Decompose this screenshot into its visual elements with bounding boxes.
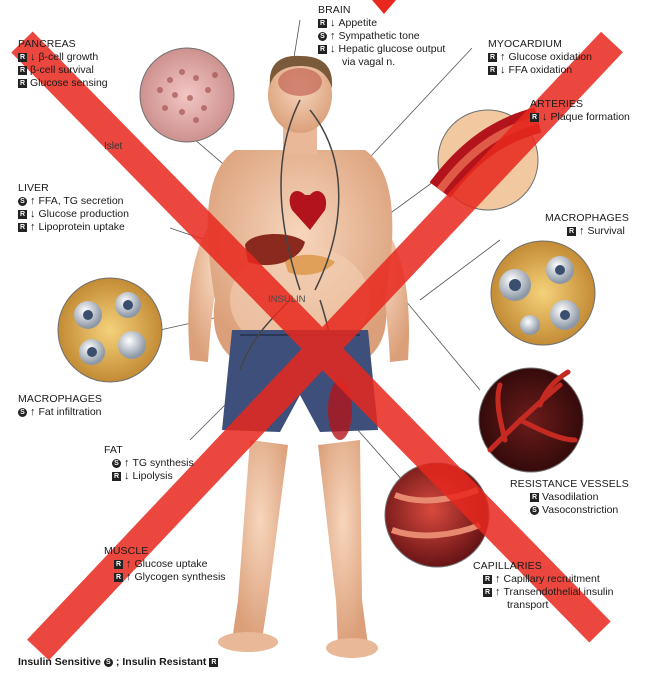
right-foot — [326, 638, 378, 658]
macrophages-left-line-1: S↑Fat infiltration — [18, 406, 102, 419]
macrophage-right-magnifier — [491, 241, 595, 345]
arteries-title: ARTERIES — [530, 98, 630, 111]
legend-resistant-text: Insulin Resistant — [122, 656, 206, 668]
insulin-label: INSULIN — [268, 293, 305, 306]
macrophages-left-title: MACROPHAGES — [18, 393, 102, 406]
brain-organ — [278, 68, 322, 96]
left-leg — [232, 440, 288, 640]
liver-label-block: LIVER S↑FFA, TG secretion R↓Glucose prod… — [18, 182, 129, 234]
macrophages-right-title: MACROPHAGES — [545, 212, 629, 225]
macrophages-right-line-1: R↑Survival — [545, 225, 629, 238]
macrophage-left-magnifier — [58, 278, 162, 382]
brain-line-2: S↑Sympathetic tone — [318, 30, 445, 43]
muscle-line-1: R↑Glucose uptake — [104, 558, 226, 571]
fat-label-block: FAT S↑TG synthesis R↓Lipolysis — [104, 444, 194, 483]
capillaries-line-3: transport — [473, 599, 613, 612]
legend-resistant-marker: R — [209, 658, 218, 667]
muscle-title: MUSCLE — [104, 545, 226, 558]
arteries-line-1: R↓Plaque formation — [530, 111, 630, 124]
islet-magnifier — [140, 48, 234, 142]
right-leg — [318, 440, 368, 645]
brain-title: BRAIN — [318, 4, 445, 17]
liver-line-3: R↑Lipoprotein uptake — [18, 221, 129, 234]
legend: Insulin Sensitive S ; Insulin Resistant … — [18, 656, 218, 668]
legend-sensitive-text: Insulin Sensitive — [18, 656, 101, 668]
macrophages-left-label-block: MACROPHAGES S↑Fat infiltration — [18, 393, 102, 419]
muscle-line-2: R↑Glycogen synthesis — [104, 571, 226, 584]
macrophages-right-label-block: MACROPHAGES R↑Survival — [545, 212, 629, 238]
liver-line-1: S↑FFA, TG secretion — [18, 195, 129, 208]
pancreas-line-1: R↓β-cell growth — [18, 51, 108, 64]
fat-line-1: S↑TG synthesis — [104, 457, 194, 470]
arteries-label-block: ARTERIES R↓Plaque formation — [530, 98, 630, 124]
brain-line-1: R↓Appetite — [318, 17, 445, 30]
fat-title: FAT — [104, 444, 194, 457]
brain-line-3: R↓Hepatic glucose output — [318, 43, 445, 56]
resistance-vessel-magnifier — [479, 368, 583, 472]
legend-separator: ; — [116, 656, 120, 668]
myocardium-title: MYOCARDIUM — [488, 38, 592, 51]
capillaries-line-1: R↑Capillary recruitment — [473, 573, 613, 586]
brain-label-block: BRAIN R↓Appetite S↑Sympathetic tone R↓He… — [318, 4, 445, 69]
myocardium-line-2: R↓FFA oxidation — [488, 64, 592, 77]
islet-label: Islet — [104, 140, 122, 153]
resistance-vessels-title: RESISTANCE VESSELS — [510, 478, 629, 491]
capillaries-line-2: R↑Transendothelial insulin — [473, 586, 613, 599]
left-foot — [218, 632, 278, 652]
liver-title: LIVER — [18, 182, 129, 195]
myocardium-label-block: MYOCARDIUM R↑Glucose oxidation R↓FFA oxi… — [488, 38, 592, 77]
brain-line-4: via vagal n. — [318, 56, 445, 69]
muscle-label-block: MUSCLE R↑Glucose uptake R↑Glycogen synth… — [104, 545, 226, 584]
legend-sensitive-marker: S — [104, 658, 113, 667]
capillaries-label-block: CAPILLARIES R↑Capillary recruitment R↑Tr… — [473, 560, 613, 612]
fat-line-2: R↓Lipolysis — [104, 470, 194, 483]
liver-line-2: R↓Glucose production — [18, 208, 129, 221]
pancreas-title: PANCREAS — [18, 38, 108, 51]
capillaries-title: CAPILLARIES — [473, 560, 613, 573]
myocardium-line-1: R↑Glucose oxidation — [488, 51, 592, 64]
